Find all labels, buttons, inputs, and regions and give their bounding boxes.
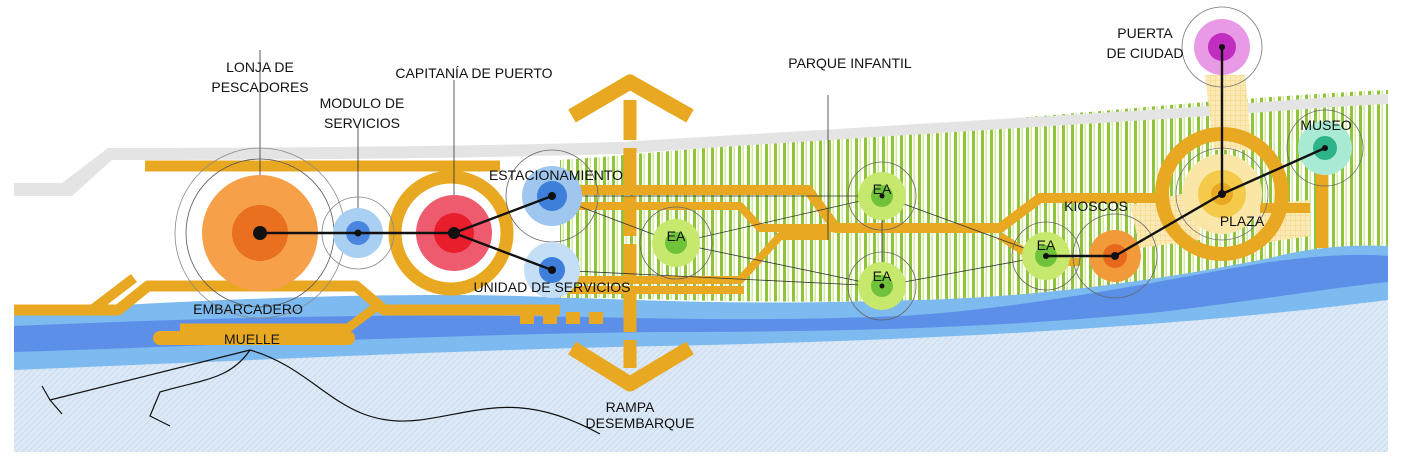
network-dots (253, 44, 1328, 289)
label-lonja-line2: PESCADORES (211, 79, 308, 95)
label-lonja-line1: LONJA DE (226, 59, 294, 75)
label-muelle: MUELLE (224, 331, 280, 347)
label-museo: MUSEO (1300, 117, 1351, 133)
node-ea-1 (639, 206, 713, 280)
coastal-road (14, 94, 1388, 196)
label-estacionamiento: ESTACIONAMIENTO (489, 167, 623, 183)
label-puerta-line1: PUERTA (1117, 25, 1173, 41)
labels: LONJA DE PESCADORES MODULO DE SERVICIOS … (193, 25, 1352, 431)
label-modulo-line2: SERVICIOS (324, 115, 400, 131)
label-unidad: UNIDAD DE SERVICIOS (474, 279, 631, 295)
label-embarcadero: EMBARCADERO (193, 301, 303, 317)
label-plaza: PLAZA (1220, 213, 1265, 229)
label-ea-3: EA (873, 268, 892, 284)
label-ea-4: EA (1037, 237, 1056, 253)
label-puerta-line2: DE CIUDAD (1106, 45, 1183, 61)
label-parque: PARQUE INFANTIL (788, 55, 912, 71)
sea (14, 236, 1388, 452)
label-ea-1: EA (667, 228, 686, 244)
label-modulo-line1: MODULO DE (320, 95, 405, 111)
label-rampa-line2: DESEMBARQUE (586, 415, 695, 431)
muelle-sketch-lines (41, 349, 601, 435)
label-ea-2: EA (873, 181, 892, 197)
sea-dark-band (14, 254, 1388, 352)
label-rampa-line1: RAMPA (606, 399, 655, 415)
label-capitania: CAPITANÍA DE PUERTO (395, 65, 552, 81)
label-kioscos: KIOSCOS (1064, 198, 1128, 214)
